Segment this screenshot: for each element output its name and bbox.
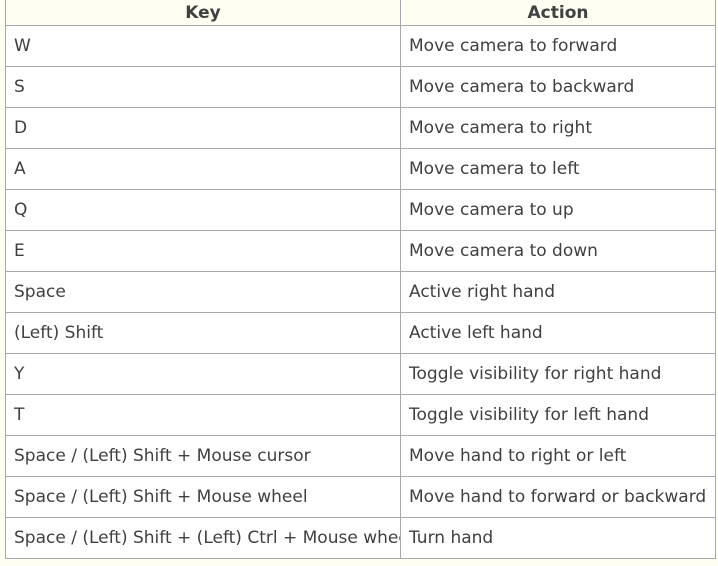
- key-cell: A: [5, 148, 401, 190]
- table-row: Space Active right hand: [5, 271, 716, 313]
- key-cell: Q: [5, 189, 401, 231]
- table-row: Space / (Left) Shift + Mouse wheel Move …: [5, 476, 716, 518]
- action-cell: Active left hand: [400, 312, 716, 354]
- key-cell: Space / (Left) Shift + Mouse wheel: [5, 476, 401, 518]
- action-cell: Move camera to forward: [400, 25, 716, 67]
- table-row: Space / (Left) Shift + Mouse cursor Move…: [5, 435, 716, 477]
- key-cell: T: [5, 394, 401, 436]
- action-cell: Move camera to left: [400, 148, 716, 190]
- action-cell: Toggle visibility for left hand: [400, 394, 716, 436]
- action-cell: Move hand to right or left: [400, 435, 716, 477]
- action-cell: Move camera to up: [400, 189, 716, 231]
- key-cell: Space / (Left) Shift + (Left) Ctrl + Mou…: [5, 517, 401, 559]
- page: Key Action W Move camera to forward S Mo…: [5, 0, 716, 559]
- action-cell: Turn hand: [400, 517, 716, 559]
- key-cell: (Left) Shift: [5, 312, 401, 354]
- action-cell: Move camera to backward: [400, 66, 716, 108]
- action-cell: Toggle visibility for right hand: [400, 353, 716, 395]
- key-cell: S: [5, 66, 401, 108]
- table-row: (Left) Shift Active left hand: [5, 312, 716, 354]
- key-cell: E: [5, 230, 401, 272]
- table-row: A Move camera to left: [5, 148, 716, 190]
- column-header-key: Key: [5, 0, 401, 26]
- key-cell: Y: [5, 353, 401, 395]
- key-cell: W: [5, 25, 401, 67]
- table-row: T Toggle visibility for left hand: [5, 394, 716, 436]
- table-row: Q Move camera to up: [5, 189, 716, 231]
- key-cell: Space / (Left) Shift + Mouse cursor: [5, 435, 401, 477]
- action-cell: Move hand to forward or backward: [400, 476, 716, 518]
- table-row: E Move camera to down: [5, 230, 716, 272]
- table-row: W Move camera to forward: [5, 25, 716, 67]
- header-row: Key Action: [5, 0, 716, 26]
- key-cell: Space: [5, 271, 401, 313]
- key-cell: D: [5, 107, 401, 149]
- table-header: Key Action: [5, 0, 716, 26]
- table-row: Space / (Left) Shift + (Left) Ctrl + Mou…: [5, 517, 716, 559]
- key-bindings-table: Key Action W Move camera to forward S Mo…: [5, 0, 716, 559]
- column-header-action: Action: [400, 0, 716, 26]
- action-cell: Active right hand: [400, 271, 716, 313]
- action-cell: Move camera to right: [400, 107, 716, 149]
- table-body: W Move camera to forward S Move camera t…: [5, 25, 716, 559]
- table-row: Y Toggle visibility for right hand: [5, 353, 716, 395]
- table-row: S Move camera to backward: [5, 66, 716, 108]
- action-cell: Move camera to down: [400, 230, 716, 272]
- table-row: D Move camera to right: [5, 107, 716, 149]
